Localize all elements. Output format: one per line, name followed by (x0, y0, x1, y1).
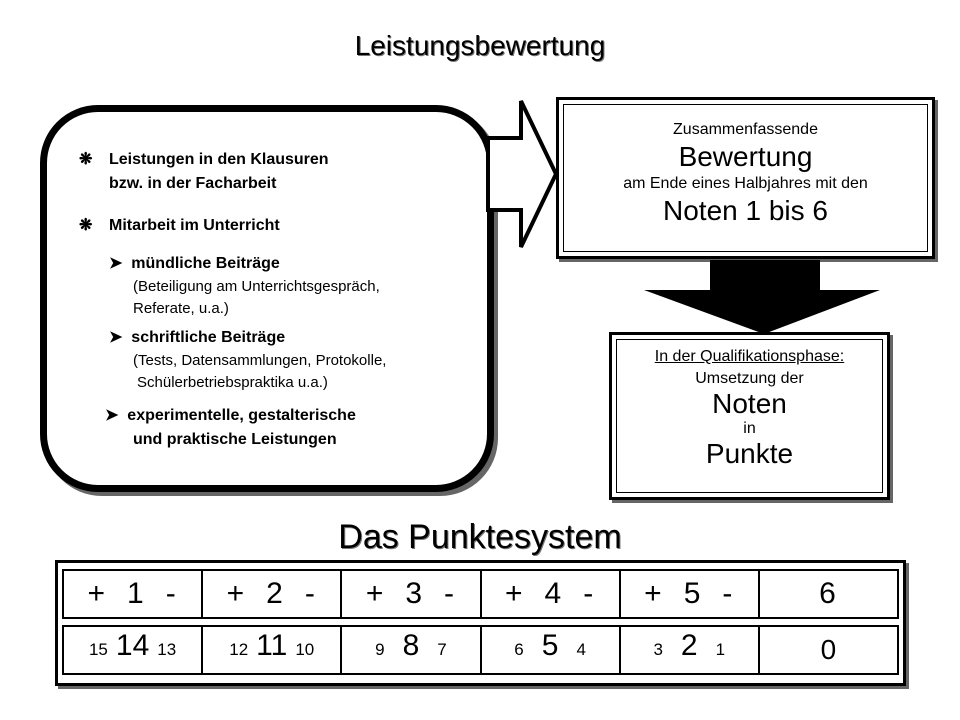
quali-line1: In der Qualifikationsphase: (654, 348, 845, 365)
grade-cell-1: +1- (64, 571, 204, 617)
criterion-exams-line2: bzw. in der Facharbeit (109, 175, 277, 192)
quali-line3: Noten (712, 388, 787, 419)
performance-criteria-box: ❋ Leistungen in den Klausuren bzw. in der… (40, 105, 494, 492)
sub-oral: ➤ mündliche Beiträge (Beteiligung am Unt… (109, 252, 380, 320)
summary-line1: Zusammenfassende (673, 121, 818, 138)
bullet-icon: ❋ (79, 217, 93, 234)
criterion-exams-line1: Leistungen in den Klausuren (109, 151, 329, 168)
grade-cell-3: +3- (342, 571, 482, 617)
sub-written-line2: Schülerbetriebspraktika u.a.) (137, 374, 328, 391)
arrow-bullet-icon: ➤ (109, 329, 123, 346)
summary-box: Zusammenfassende Bewertung am Ende eines… (556, 97, 935, 259)
grade-cell-2: +2- (203, 571, 343, 617)
page-title: Leistungsbewertung (354, 30, 606, 61)
quali-line2: Umsetzung der (695, 370, 804, 387)
grade-cell-4: +4- (482, 571, 621, 617)
grade-cell-6: 6 (819, 577, 838, 610)
bullet-icon: ❋ (79, 151, 93, 168)
arrow-bullet-icon: ➤ (109, 255, 123, 272)
quali-line4: in (743, 420, 756, 437)
sub-written-title: schriftliche Beiträge (131, 329, 286, 346)
sub-practical-line2: und praktische Leistungen (133, 431, 337, 448)
sub-practical-line1: experimentelle, gestalterische (127, 407, 356, 424)
down-arrow-icon (644, 260, 880, 334)
summary-line4: Noten 1 bis 6 (663, 195, 828, 226)
qualification-box: In der Qualifikationsphase: Umsetzung de… (609, 332, 890, 500)
criterion-exams: ❋ Leistungen in den Klausuren bzw. in der… (79, 148, 329, 196)
points-cell-6: 0 (820, 634, 837, 665)
sub-written: ➤ schriftliche Beiträge (Tests, Datensam… (109, 326, 386, 394)
sub-practical: ➤ experimentelle, gestalterische und pra… (105, 404, 356, 452)
sub-oral-line2: Referate, u.a.) (133, 300, 229, 317)
right-arrow-icon (486, 100, 559, 248)
quali-line5: Punkte (705, 438, 794, 469)
sub-written-line1: (Tests, Datensammlungen, Protokolle, (133, 352, 387, 369)
grade-cell-5: +5- (621, 571, 760, 617)
criterion-participation-label: Mitarbeit im Unterricht (109, 217, 280, 234)
criterion-participation: ❋ Mitarbeit im Unterricht (79, 214, 280, 238)
grade-row: +1- +2- +3- +4- +5- 6 (62, 569, 899, 619)
summary-line3: am Ende eines Halbjahres mit den (623, 175, 868, 192)
sub-oral-title: mündliche Beiträge (131, 255, 280, 272)
points-system-title: Das Punktesystem (338, 518, 622, 556)
arrow-bullet-icon: ➤ (105, 407, 119, 424)
summary-line2: Bewertung (678, 141, 813, 172)
sub-oral-line1: (Beteiligung am Unterrichtsgespräch, (133, 278, 380, 295)
